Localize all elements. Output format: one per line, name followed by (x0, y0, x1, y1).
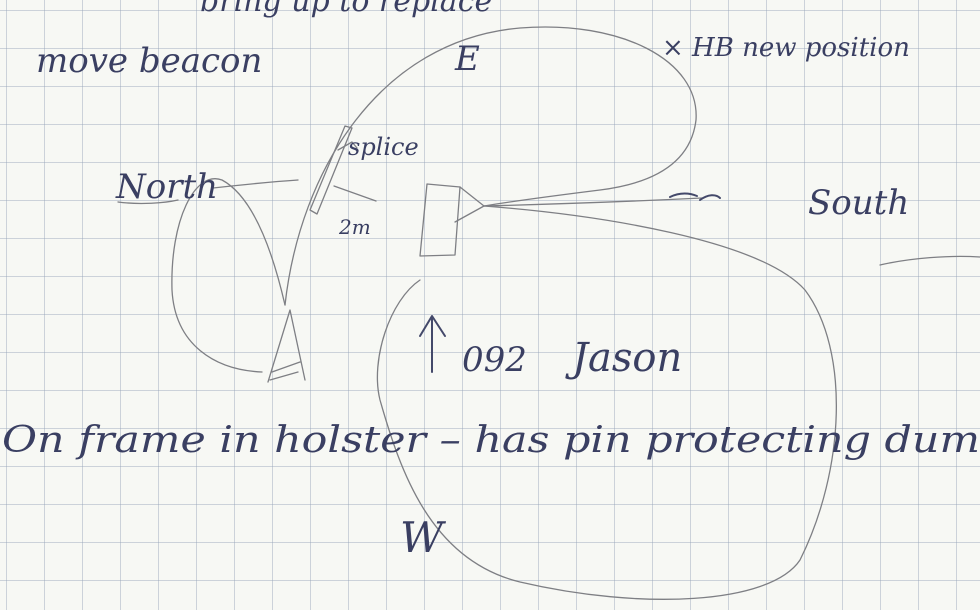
line-to-north (212, 179, 299, 189)
north-label: North (115, 167, 218, 207)
hb-position-text: × HB new position (662, 33, 910, 63)
south-underline (879, 255, 980, 266)
distance-line (333, 185, 377, 202)
frame-bridle (454, 186, 485, 223)
frame-note-text: On frame in holster – has pin protecting… (2, 420, 980, 461)
heading-value: 092 (462, 340, 527, 380)
west-label: W (400, 513, 447, 562)
splice-label: splice (348, 133, 419, 161)
east-loop (284, 26, 697, 306)
north-underline (117, 199, 179, 205)
north-loop (171, 178, 286, 373)
west-loop (376, 205, 837, 600)
line-to-south (483, 197, 703, 207)
east-label: E (454, 39, 480, 79)
vessel-name: Jason (565, 335, 682, 381)
heading-arrow-icon (419, 315, 446, 373)
scribble-mark (669, 192, 721, 201)
move-beacon-text: move beacon (36, 41, 262, 81)
anchor-tail (267, 309, 306, 383)
distance-label: 2m (338, 215, 371, 239)
frame-box (419, 183, 461, 257)
top-cut-line-text: bring up to replace (200, 0, 492, 19)
south-label: South (808, 183, 909, 223)
splice-line (309, 125, 353, 215)
splice-bracket (337, 141, 358, 151)
